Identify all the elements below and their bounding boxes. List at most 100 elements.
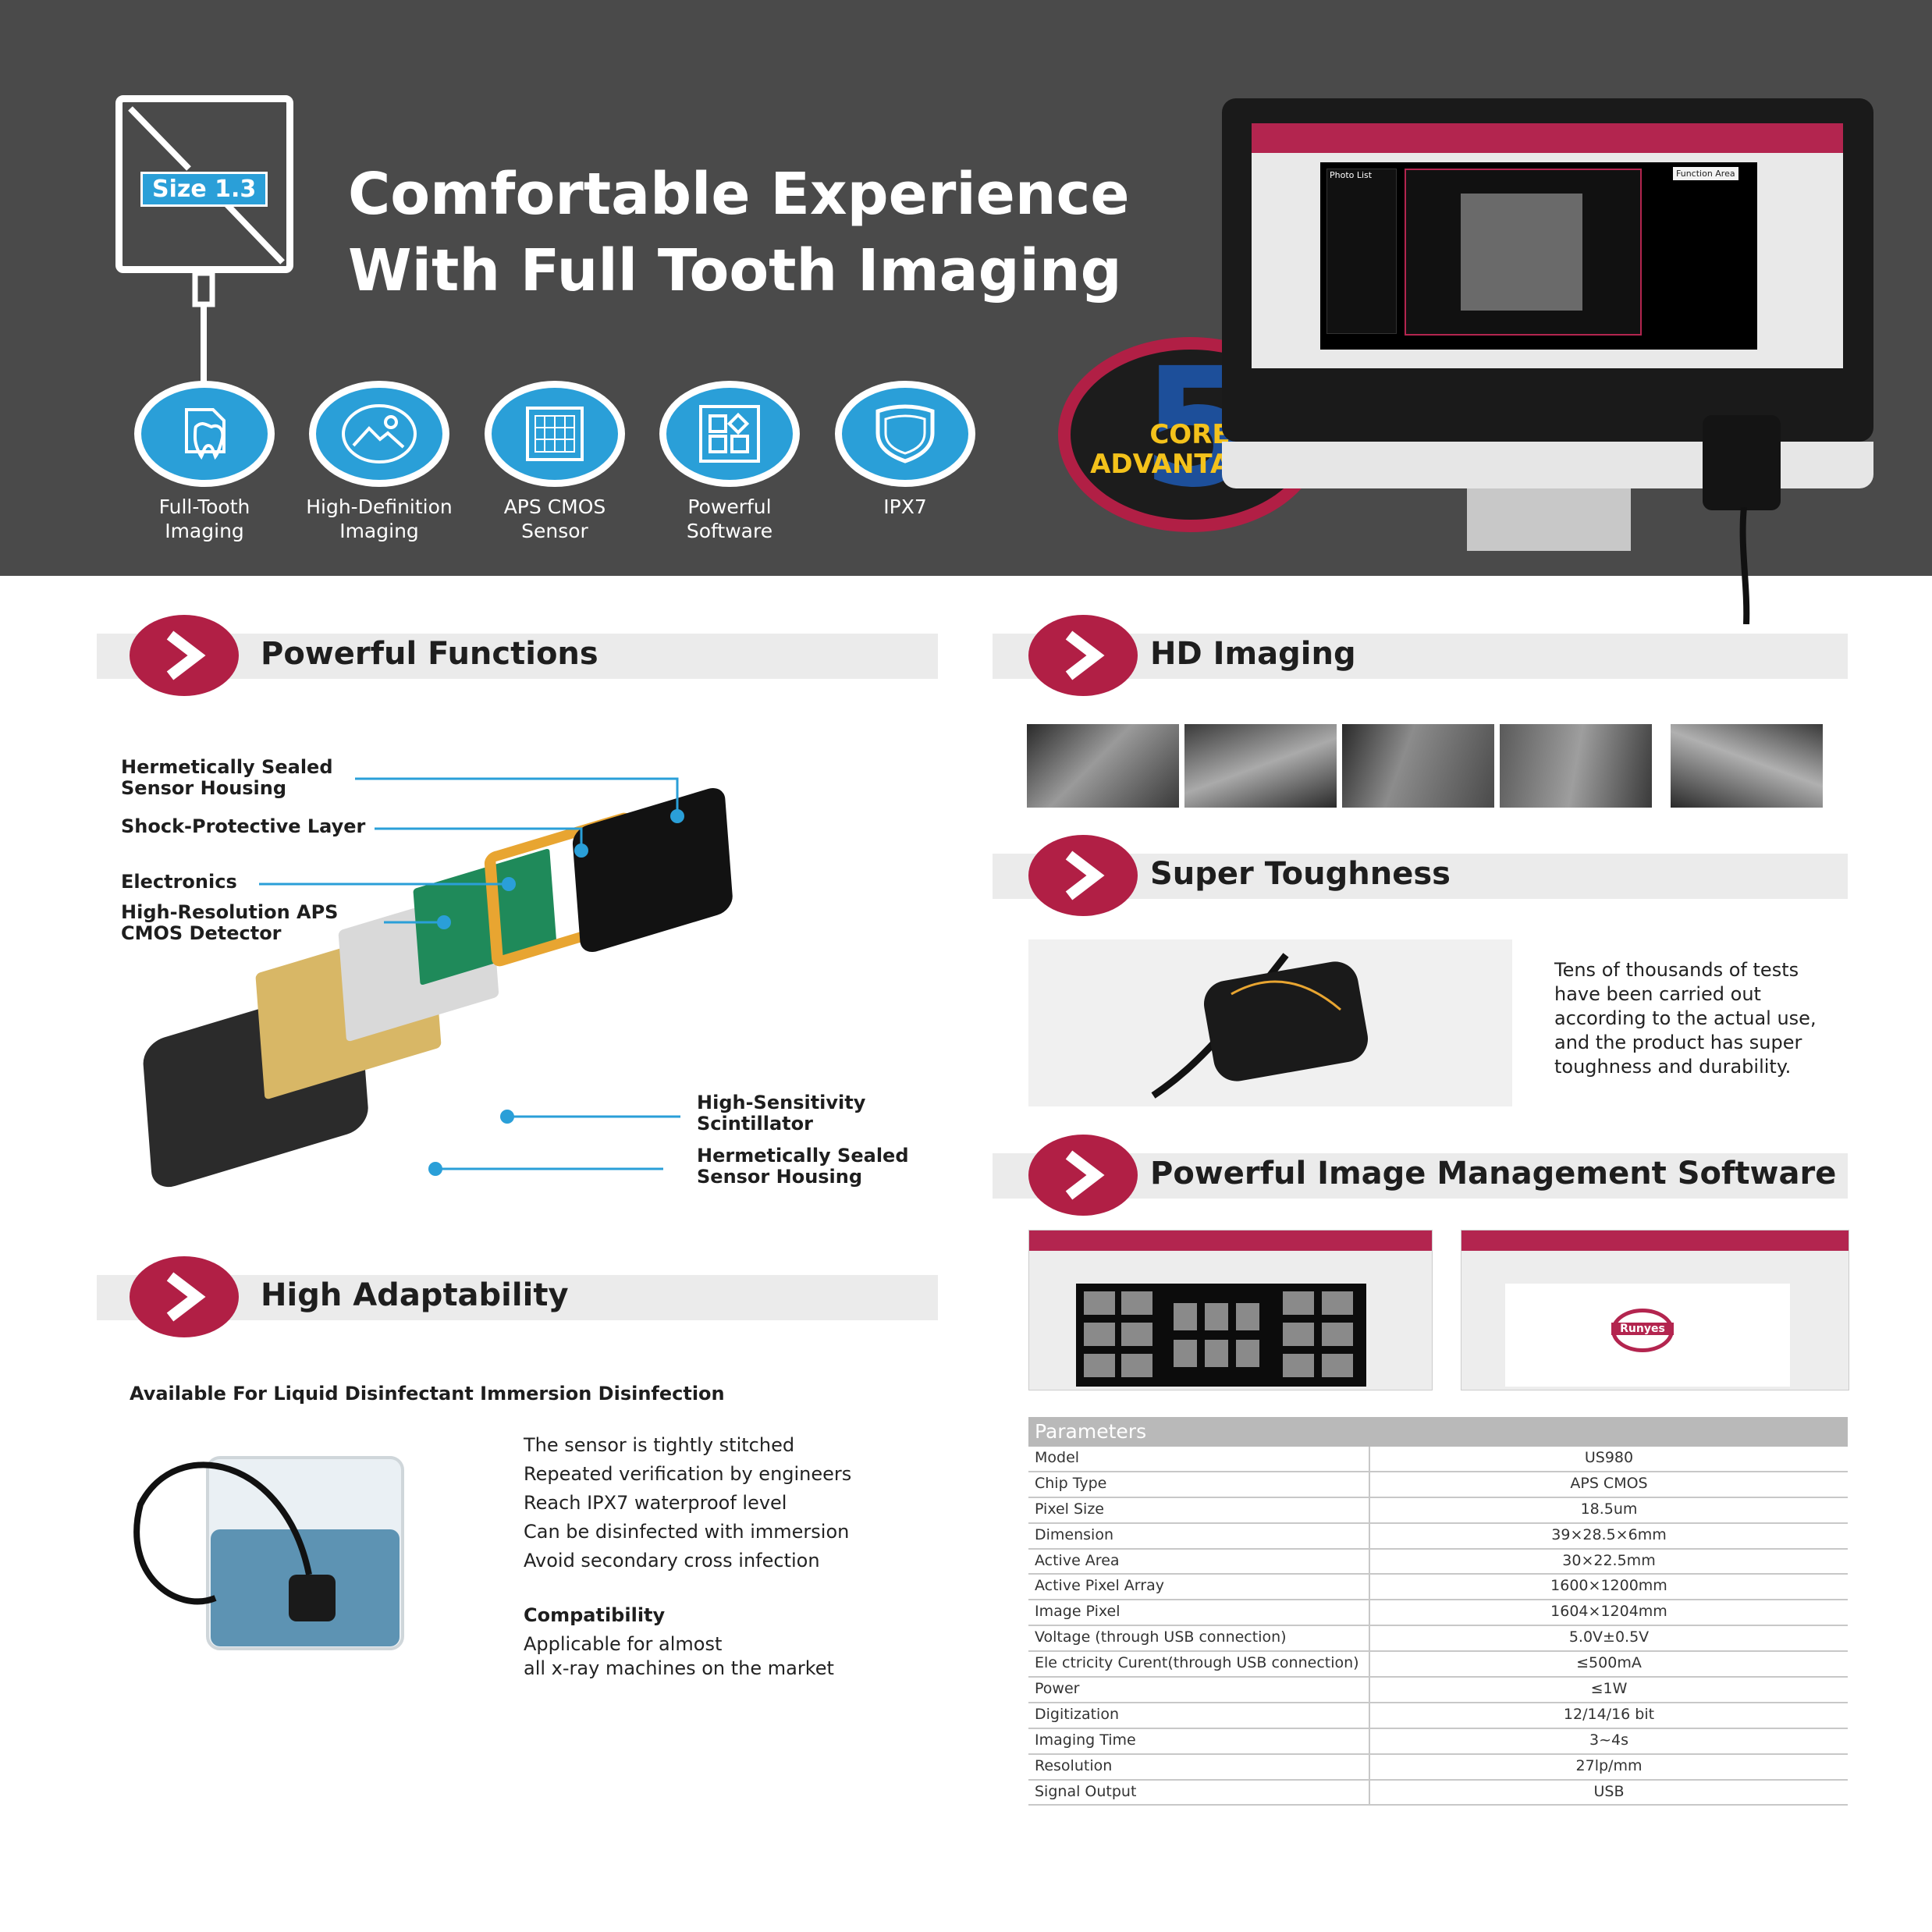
feature-label-aps-cmos: APS CMOS Sensor — [461, 495, 648, 543]
toughness-text: Tens of thousands of tests have been car… — [1554, 958, 1817, 1079]
xray-sample — [1500, 724, 1652, 808]
feature-label-line: Powerful — [687, 495, 772, 518]
xray-frame — [1405, 169, 1642, 336]
adaptability-point: Avoid secondary cross infection — [524, 1550, 820, 1572]
toughness-line: and the product has super — [1554, 1032, 1802, 1053]
section-title-high-adaptability: High Adaptability — [261, 1277, 569, 1313]
adaptability-point: Repeated verification by engineers — [524, 1463, 852, 1485]
param-value: US980 — [1584, 1449, 1634, 1466]
table-row: Digitization 12/14/16 bit — [1028, 1703, 1848, 1729]
callout-line: Sensor Housing — [697, 1166, 863, 1188]
param-key: Power — [1028, 1678, 1370, 1702]
runyes-logo-text: Runyes — [1611, 1323, 1674, 1335]
chevron-right-icon — [1028, 835, 1138, 916]
compatibility-line: all x-ray machines on the market — [524, 1657, 834, 1679]
param-value: 27lp/mm — [1575, 1756, 1643, 1774]
function-area-label: Function Area — [1673, 167, 1738, 180]
size-tag: Size 1.3 — [140, 172, 268, 207]
feature-high-definition — [309, 381, 449, 487]
callout-line: Hermetically Sealed — [697, 1145, 909, 1167]
adaptability-point: The sensor is tightly stitched — [524, 1434, 795, 1456]
feature-label-powerful-software: Powerful Software — [636, 495, 823, 543]
feature-label-line: High-Definition — [306, 495, 453, 518]
software-screenshot-home: Runyes — [1461, 1230, 1849, 1390]
section-title-powerful-functions: Powerful Functions — [261, 636, 598, 672]
table-row: Power ≤1W — [1028, 1678, 1848, 1703]
thumbnail-grid — [1076, 1284, 1366, 1387]
param-key: Dimension — [1028, 1523, 1370, 1548]
callout-shock-layer: Shock-Protective Layer — [121, 816, 365, 837]
tooth-icon — [185, 408, 226, 460]
monitor-stand — [1467, 488, 1631, 551]
feature-label-line: Software — [686, 520, 773, 542]
callout-sealed-housing-bottom: Hermetically Sealed Sensor Housing — [697, 1145, 909, 1188]
feature-label-line: Full-Tooth — [158, 495, 250, 518]
param-value: 39×28.5×6mm — [1551, 1525, 1667, 1543]
chip-icon — [526, 407, 584, 461]
callout-line: High-Resolution APS — [121, 901, 339, 923]
toughness-photo — [1028, 939, 1512, 1106]
callout-line: Electronics — [121, 871, 237, 893]
param-value: 1600×1200mm — [1550, 1577, 1667, 1595]
software-screenshot-gallery — [1028, 1230, 1433, 1390]
param-value: ≤1W — [1590, 1680, 1628, 1698]
dental-sensor — [1703, 415, 1781, 510]
chevron-right-icon — [1028, 615, 1138, 696]
beaker-image — [133, 1456, 404, 1650]
callout-line: Shock-Protective Layer — [121, 815, 366, 837]
apps-icon — [699, 405, 760, 463]
adaptability-point: Can be disinfected with immersion — [524, 1521, 850, 1543]
app-toolbar — [1029, 1231, 1432, 1251]
chevron-right-icon — [130, 615, 239, 696]
chevron-right-icon — [130, 1256, 239, 1337]
app-toolbar — [1461, 1231, 1849, 1251]
param-key: Pixel Size — [1028, 1497, 1370, 1522]
app-toolbar — [1252, 123, 1843, 153]
badge-line-1: CORE — [1149, 419, 1231, 450]
param-key: Active Pixel Array — [1028, 1575, 1370, 1600]
section-title-hd-imaging: HD Imaging — [1150, 636, 1356, 672]
param-value: 3~4s — [1589, 1731, 1628, 1749]
callout-electronics: Electronics — [121, 872, 237, 893]
param-value: 12/14/16 bit — [1563, 1705, 1655, 1723]
feature-label-line: Imaging — [165, 520, 244, 542]
hero-title: Comfortable Experience With Full Tooth I… — [348, 156, 1130, 309]
callout-line: High-Sensitivity — [697, 1092, 866, 1113]
callout-scintillator: High-Sensitivity Scintillator — [697, 1092, 865, 1135]
feature-label-line: Imaging — [339, 520, 419, 542]
adaptability-subtitle: Available For Liquid Disinfectant Immers… — [130, 1383, 725, 1405]
feature-label-high-definition: High-Definition Imaging — [286, 495, 473, 543]
shield-icon — [875, 404, 935, 463]
xray-sample — [1027, 724, 1179, 808]
callout-line: Sensor Housing — [121, 777, 287, 799]
bent-sensor-image — [1151, 953, 1369, 1099]
feature-full-tooth — [134, 381, 275, 487]
callout-line: Scintillator — [697, 1113, 813, 1135]
param-key: Imaging Time — [1028, 1728, 1370, 1753]
param-value: 5.0V±0.5V — [1568, 1628, 1650, 1646]
table-row: Active Pixel Array 1600×1200mm — [1028, 1575, 1848, 1601]
callout-line: Hermetically Sealed — [121, 756, 333, 778]
param-value: ≤500mA — [1576, 1654, 1642, 1672]
chevron-right-icon — [1028, 1135, 1138, 1216]
param-key: Digitization — [1028, 1703, 1370, 1728]
top-housing-layer — [572, 788, 733, 952]
xray-sample — [1342, 724, 1494, 808]
param-value: USB — [1593, 1782, 1625, 1800]
image-icon — [342, 404, 417, 463]
feature-label-ipx7: IPX7 — [812, 495, 999, 519]
exploded-sensor-diagram — [143, 777, 733, 1188]
toughness-line: according to the actual use, — [1554, 1007, 1817, 1029]
param-key: Ele ctricity Curent(through USB connecti… — [1028, 1652, 1370, 1677]
callout-line: CMOS Detector — [121, 922, 282, 944]
monitor-screen: Photo List Function Area — [1252, 123, 1843, 368]
section-title-super-toughness: Super Toughness — [1150, 856, 1451, 892]
feature-label-line: Sensor — [521, 520, 588, 542]
sensor-outline-icon — [115, 95, 293, 273]
table-row: Voltage (through USB connection)5.0V±0.5… — [1028, 1626, 1848, 1653]
